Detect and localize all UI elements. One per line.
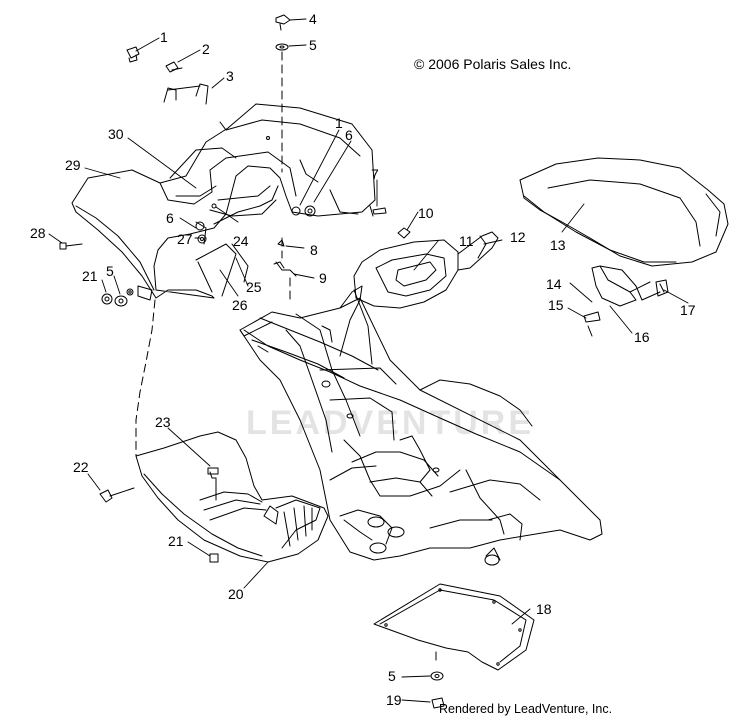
callout-21: 21 [82,268,98,284]
callout-5: 5 [106,263,114,279]
callout-12: 12 [510,229,526,245]
callout-26: 26 [232,297,248,313]
callout-1: 1 [160,29,168,45]
callout-9: 9 [319,270,327,286]
seat [519,157,729,267]
callout-6: 6 [166,210,174,226]
seat-base-cover [353,227,499,309]
watermark: LEADVENTURE [246,404,535,442]
callout-2: 2 [202,41,210,57]
bottom-hardware [430,671,445,709]
callout-3: 3 [226,68,234,84]
skid-plate [373,583,535,671]
callout-14: 14 [546,276,562,292]
callout-27: 27 [177,231,193,247]
callout-28: 28 [30,225,46,241]
assembly-lines [135,51,437,661]
callout-18: 18 [536,601,552,617]
callout-5: 5 [309,37,317,53]
callout-8: 8 [310,242,318,258]
callout-29: 29 [65,157,81,173]
callout-19: 19 [386,692,402,708]
callout-30: 30 [108,126,124,142]
callout-11: 11 [459,233,474,249]
callout-5: 5 [388,668,396,684]
callout-6: 6 [345,127,353,143]
leader-lines [48,18,689,703]
callout-1: 1 [335,115,343,131]
copyright-notice: © 2006 Polaris Sales Inc. [414,56,572,72]
frame [239,285,603,566]
callout-21: 21 [168,533,184,549]
rendered-by-credit: Rendered by LeadVenture, Inc. [439,702,613,716]
seat-latch [583,265,669,337]
callout-10: 10 [418,205,434,221]
splash-guard [99,431,329,563]
fender-hardware [59,14,387,307]
callout-7: 7 [371,166,379,182]
callout-17: 17 [680,302,696,318]
callout-20: 20 [228,586,244,602]
callout-24: 24 [233,233,249,249]
bracket-8-9 [273,239,297,277]
callout-15: 15 [548,297,564,313]
callout-16: 16 [634,329,650,345]
callout-23: 23 [155,414,171,430]
callout-13: 13 [550,237,566,253]
rear-fender [71,103,376,301]
callout-25: 25 [246,279,262,295]
callout-22: 22 [73,459,89,475]
callout-4: 4 [309,11,317,27]
